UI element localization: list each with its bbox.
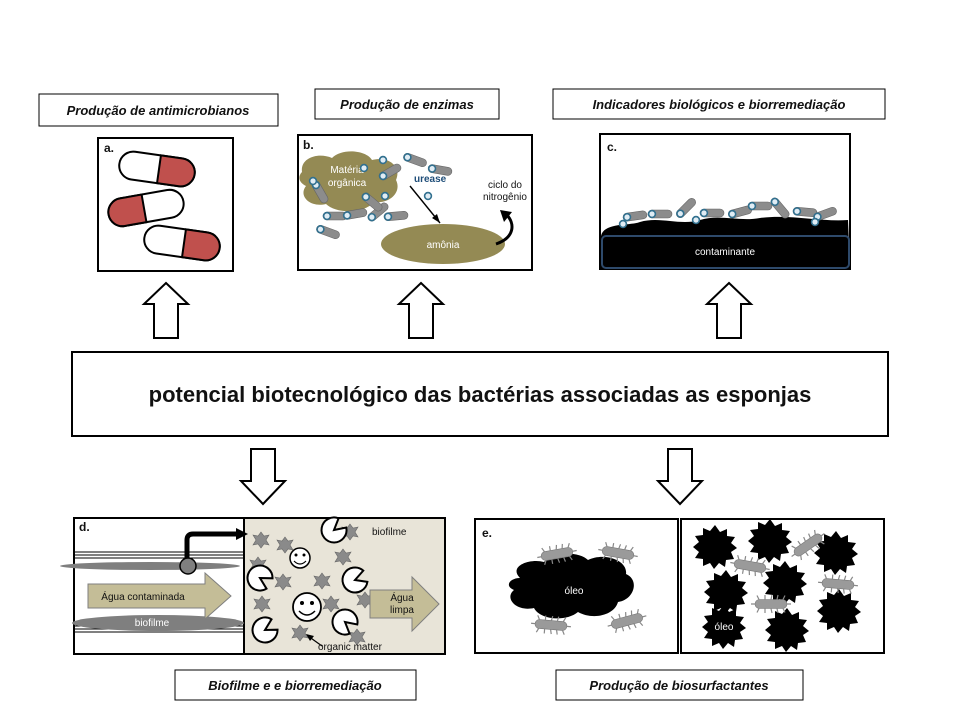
biofilm-right-label: biofilme	[372, 527, 407, 538]
cycle-label-1: ciclo do	[488, 180, 522, 191]
capsule-icon	[118, 150, 196, 188]
down-arrow-icon	[238, 448, 288, 506]
ammonia-label: amônia	[427, 240, 460, 251]
enzyme-label: urease	[414, 174, 447, 185]
panel-e: e. óleo óleo	[474, 518, 885, 654]
oil-blob	[508, 553, 634, 619]
down-arrow-icon	[655, 448, 705, 506]
panel-d-letter: d.	[79, 520, 90, 534]
organic-label-2: orgânica	[328, 178, 367, 189]
caption-a-text: Produção de antimicrobianos	[67, 103, 250, 118]
smiley-icon	[292, 592, 322, 622]
capsule-icon	[143, 224, 221, 262]
caption-c: Indicadores biológicos e biorremediação	[552, 88, 886, 120]
sensor-icon	[179, 528, 248, 575]
caption-e: Produção de biosurfactantes	[555, 669, 804, 701]
caption-d-text: Biofilme e e biorremediação	[208, 678, 381, 693]
cycle-label-2: nitrogênio	[483, 192, 527, 203]
panel-c: c. contaminante	[599, 133, 851, 270]
caption-b: Produção de enzimas	[314, 88, 500, 120]
central-box: potencial biotecnológico das bactérias a…	[71, 351, 889, 437]
up-arrow-icon	[396, 281, 446, 339]
central-title: potencial biotecnológico das bactérias a…	[149, 382, 812, 407]
up-arrow-icon	[141, 281, 191, 339]
oil-right-label: óleo	[715, 622, 734, 633]
ammonia-ellipse	[381, 224, 505, 264]
biofilm-layer-top	[60, 562, 240, 570]
caption-c-text: Indicadores biológicos e biorremediação	[593, 97, 846, 112]
biofilm-left-label: biofilme	[135, 618, 170, 629]
oil-left-label: óleo	[565, 586, 584, 597]
contaminated-water-label: Água contaminada	[101, 590, 185, 603]
organic-matter-label: organic matter	[318, 642, 383, 653]
up-arrow-icon	[704, 281, 754, 339]
clean-water-label-1: Água	[390, 591, 414, 604]
caption-a: Produção de antimicrobianos	[38, 93, 279, 127]
caption-d: Biofilme e e biorremediação	[174, 669, 417, 701]
panel-b-letter: b.	[303, 138, 314, 152]
smiley-icon	[289, 547, 311, 569]
clean-water-arrow	[369, 575, 440, 633]
clean-water-label-2: limpa	[390, 605, 414, 616]
contaminant-label: contaminante	[695, 247, 755, 258]
panel-b: b. Matéria orgânica urease amônia ciclo …	[297, 134, 533, 271]
panel-a-letter: a.	[104, 141, 114, 155]
panel-c-letter: c.	[607, 140, 617, 154]
contaminated-water-arrow	[87, 571, 232, 621]
capsule-icon	[107, 188, 185, 228]
panel-d: d. biofilme Água contaminada	[60, 512, 446, 655]
caption-e-text: Produção de biosurfactantes	[589, 678, 768, 693]
panel-e-letter: e.	[482, 526, 492, 540]
panel-a: a.	[97, 137, 234, 272]
organic-label-1: Matéria	[330, 165, 364, 176]
caption-b-text: Produção de enzimas	[340, 97, 474, 112]
biofilm-layer-bottom	[72, 615, 244, 631]
